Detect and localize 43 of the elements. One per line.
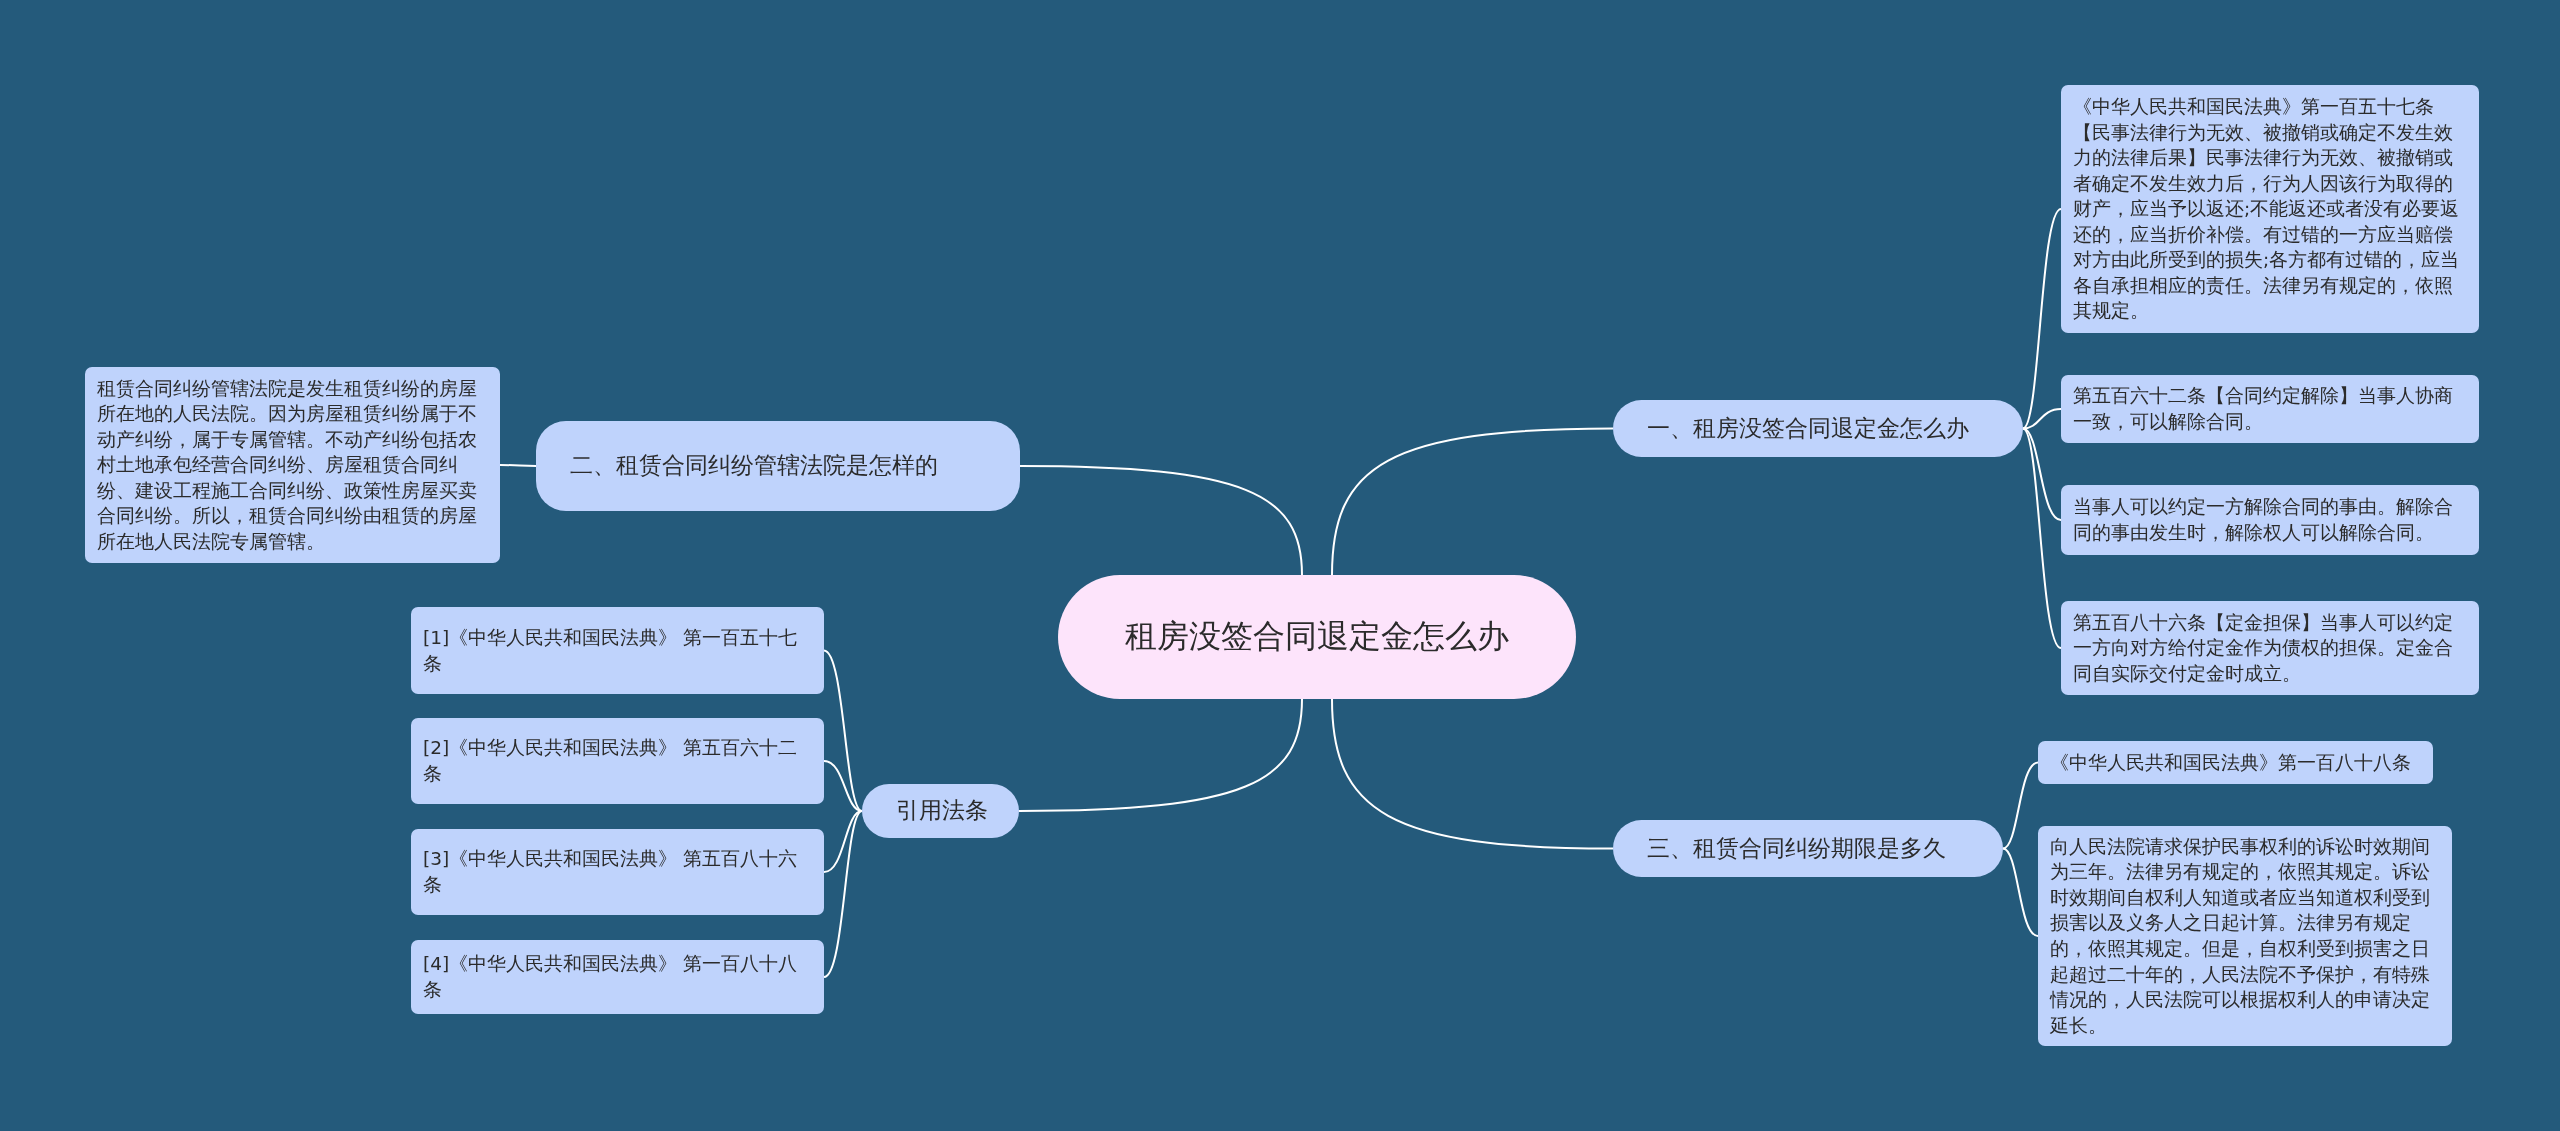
node-text: [4]《中华人民共和国民法典》 第一百八十八条 — [423, 952, 799, 1002]
note-box — [85, 367, 500, 563]
branch-topic — [862, 784, 1019, 838]
note-box — [2061, 485, 2479, 555]
connector-line — [823, 810, 863, 873]
node-text: 《中华人民共和国民法典》第一百八十八条 — [2050, 750, 2411, 775]
branch-topic — [1613, 400, 2023, 457]
connector-line — [1018, 698, 1303, 812]
branch-topic — [1613, 820, 2003, 877]
connector-line — [499, 464, 537, 467]
connector-line — [823, 649, 863, 812]
node-text: 一、租房没签合同退定金怎么办 — [1647, 413, 1969, 443]
connector-line — [2002, 761, 2039, 850]
connector-line — [2022, 427, 2062, 521]
node-text: 引用法条 — [896, 796, 988, 826]
connector-line — [1331, 427, 1614, 576]
node-text: 第五百六十二条【合同约定解除】当事人协商一致，可以解除合同。 — [2073, 384, 2454, 434]
connector-line — [1331, 698, 1614, 850]
note-box — [411, 940, 824, 1014]
node-text: 向人民法院请求保护民事权利的诉讼时效期间为三年。法律另有规定的，依照其规定。诉讼时效期间自权利人知道或者应当知道权利受到损害以及义务人之日起计算。法律另有规定的，依照其规定。但是，自权利受到损害之日起超过二十年的，人民法院不予保护，有特殊情况的，人民法院可以根据权利人的申请决定延长。 — [2050, 834, 2431, 1038]
node-text: 当事人可以约定一方解除合同的事由。解除合同的事由发生时，解除权人可以解除合同。 — [2073, 495, 2454, 545]
connector-line — [2002, 847, 2039, 937]
node-text: 第五百八十六条【定金担保】当事人可以约定一方向对方给付定金作为债权的担保。定金合同自实际交付定金时成立。 — [2073, 610, 2454, 686]
note-box — [2038, 741, 2433, 784]
note-box — [2061, 601, 2479, 695]
node-text: [2]《中华人民共和国民法典》 第五百六十二条 — [423, 736, 799, 786]
connector-line — [2022, 408, 2062, 430]
node-text: [3]《中华人民共和国民法典》 第五百八十六条 — [423, 847, 799, 897]
node-text: 二、租赁合同纠纷管辖法院是怎样的 — [570, 451, 938, 481]
node-text: 三、租赁合同纠纷期限是多久 — [1647, 833, 1946, 863]
connector-line — [1019, 465, 1303, 576]
note-box — [411, 829, 824, 915]
note-box — [411, 607, 824, 694]
note-box — [2061, 375, 2479, 443]
branch-topic — [536, 421, 1020, 511]
node-text: [1]《中华人民共和国民法典》 第一百五十七条 — [423, 626, 799, 676]
connector-line — [2022, 208, 2062, 430]
node-text: 《中华人民共和国民法典》第一百五十七条【民事法律行为无效、被撤销或确定不发生效力的法律后果】民事法律行为无效、被撤销或者确定不发生效力后，行为人因该行为取得的财产，应当予以返还;不能返还或者没有必要返还的，应当折价补偿。有过错的一方应当赔偿对方由此所受到的损失;各方都有过错的，应当各自承担相应的责任。法律另有规定的，依照其规定。 — [2073, 95, 2461, 324]
node-text: 租赁合同纠纷管辖法院是发生租赁纠纷的房屋所在地的人民法院。因为房屋租赁纠纷属于不动产纠纷，属于专属管辖。不动产纠纷包括农村土地承包经营合同纠纷、房屋租赁合同纠纷、建设工程施工合同纠纷、政策性房屋买卖合同纠纷。所以，租赁合同纠纷由租赁的房屋所在地人民法院专属管辖。 — [97, 376, 478, 554]
connector-line — [823, 810, 863, 978]
note-box — [411, 718, 824, 804]
connector-line — [2022, 427, 2062, 649]
node-text: 租房没签合同退定金怎么办 — [1125, 616, 1509, 658]
